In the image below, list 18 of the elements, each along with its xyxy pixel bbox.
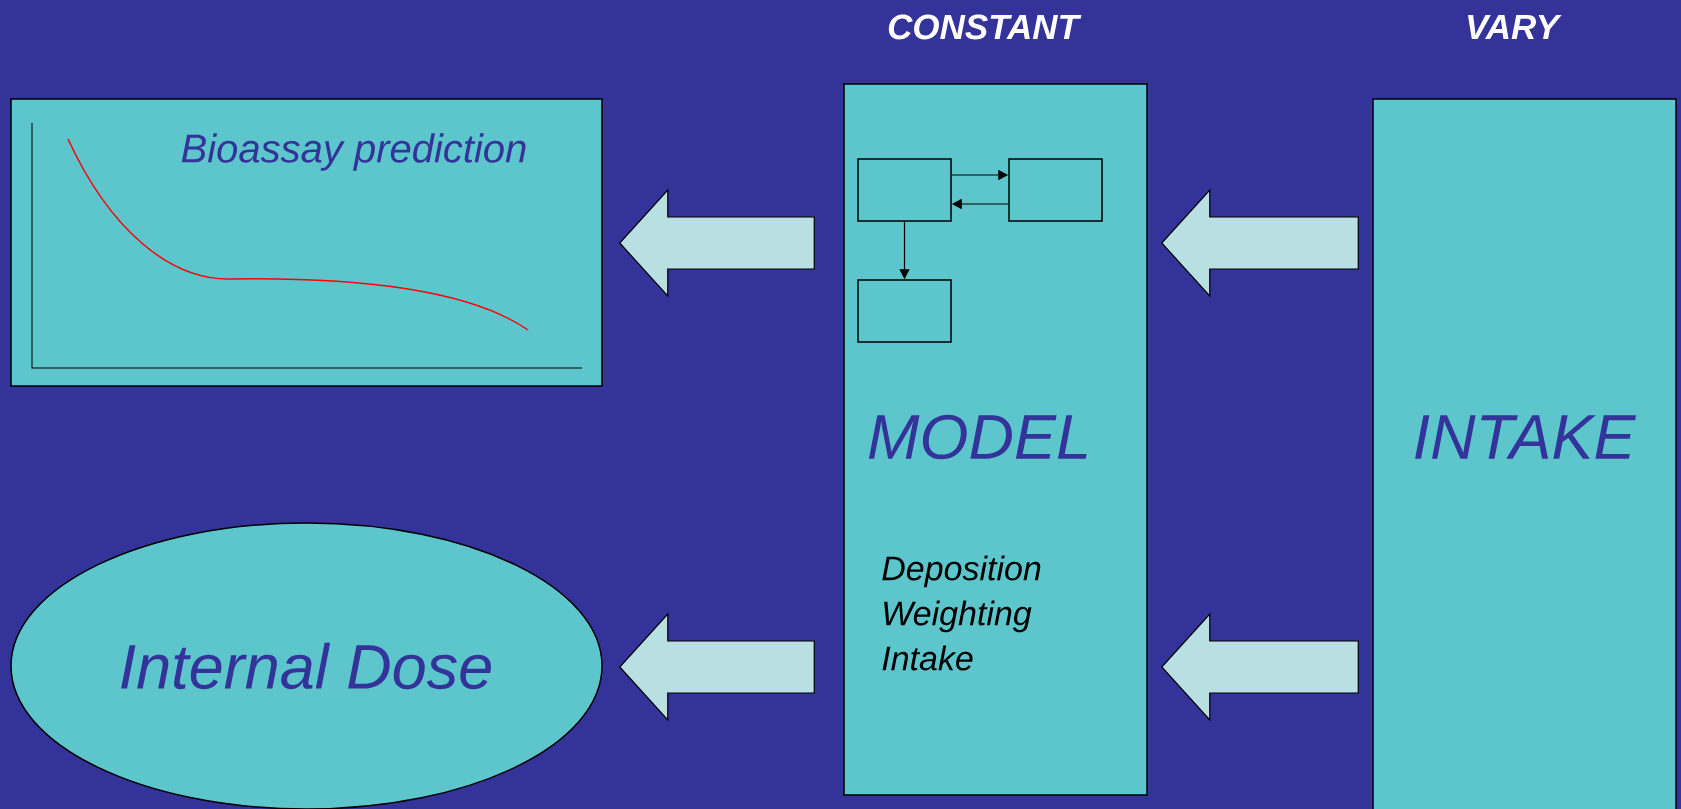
chart-title: Bioassay prediction xyxy=(181,133,526,171)
panel-label: Internal Dose xyxy=(121,642,491,690)
panel-label: INTAKE xyxy=(1415,415,1637,459)
arrow xyxy=(1160,612,1359,722)
arrow xyxy=(618,612,815,722)
model-panel xyxy=(843,14,1148,796)
item-list: Deposition Weighting Intake xyxy=(882,555,1041,671)
panel-label: MODEL xyxy=(868,414,1087,460)
column-heading: VARY xyxy=(1467,14,1562,40)
chart-panel xyxy=(10,98,603,387)
dose-ellipse xyxy=(10,522,603,809)
intake-panel xyxy=(1372,14,1677,809)
compartment-box xyxy=(857,279,952,343)
compartment-box xyxy=(1008,158,1103,222)
compartment-box xyxy=(857,158,952,222)
arrow xyxy=(1160,188,1359,298)
column-heading: CONSTANT xyxy=(888,14,1082,40)
arrow xyxy=(618,188,815,298)
